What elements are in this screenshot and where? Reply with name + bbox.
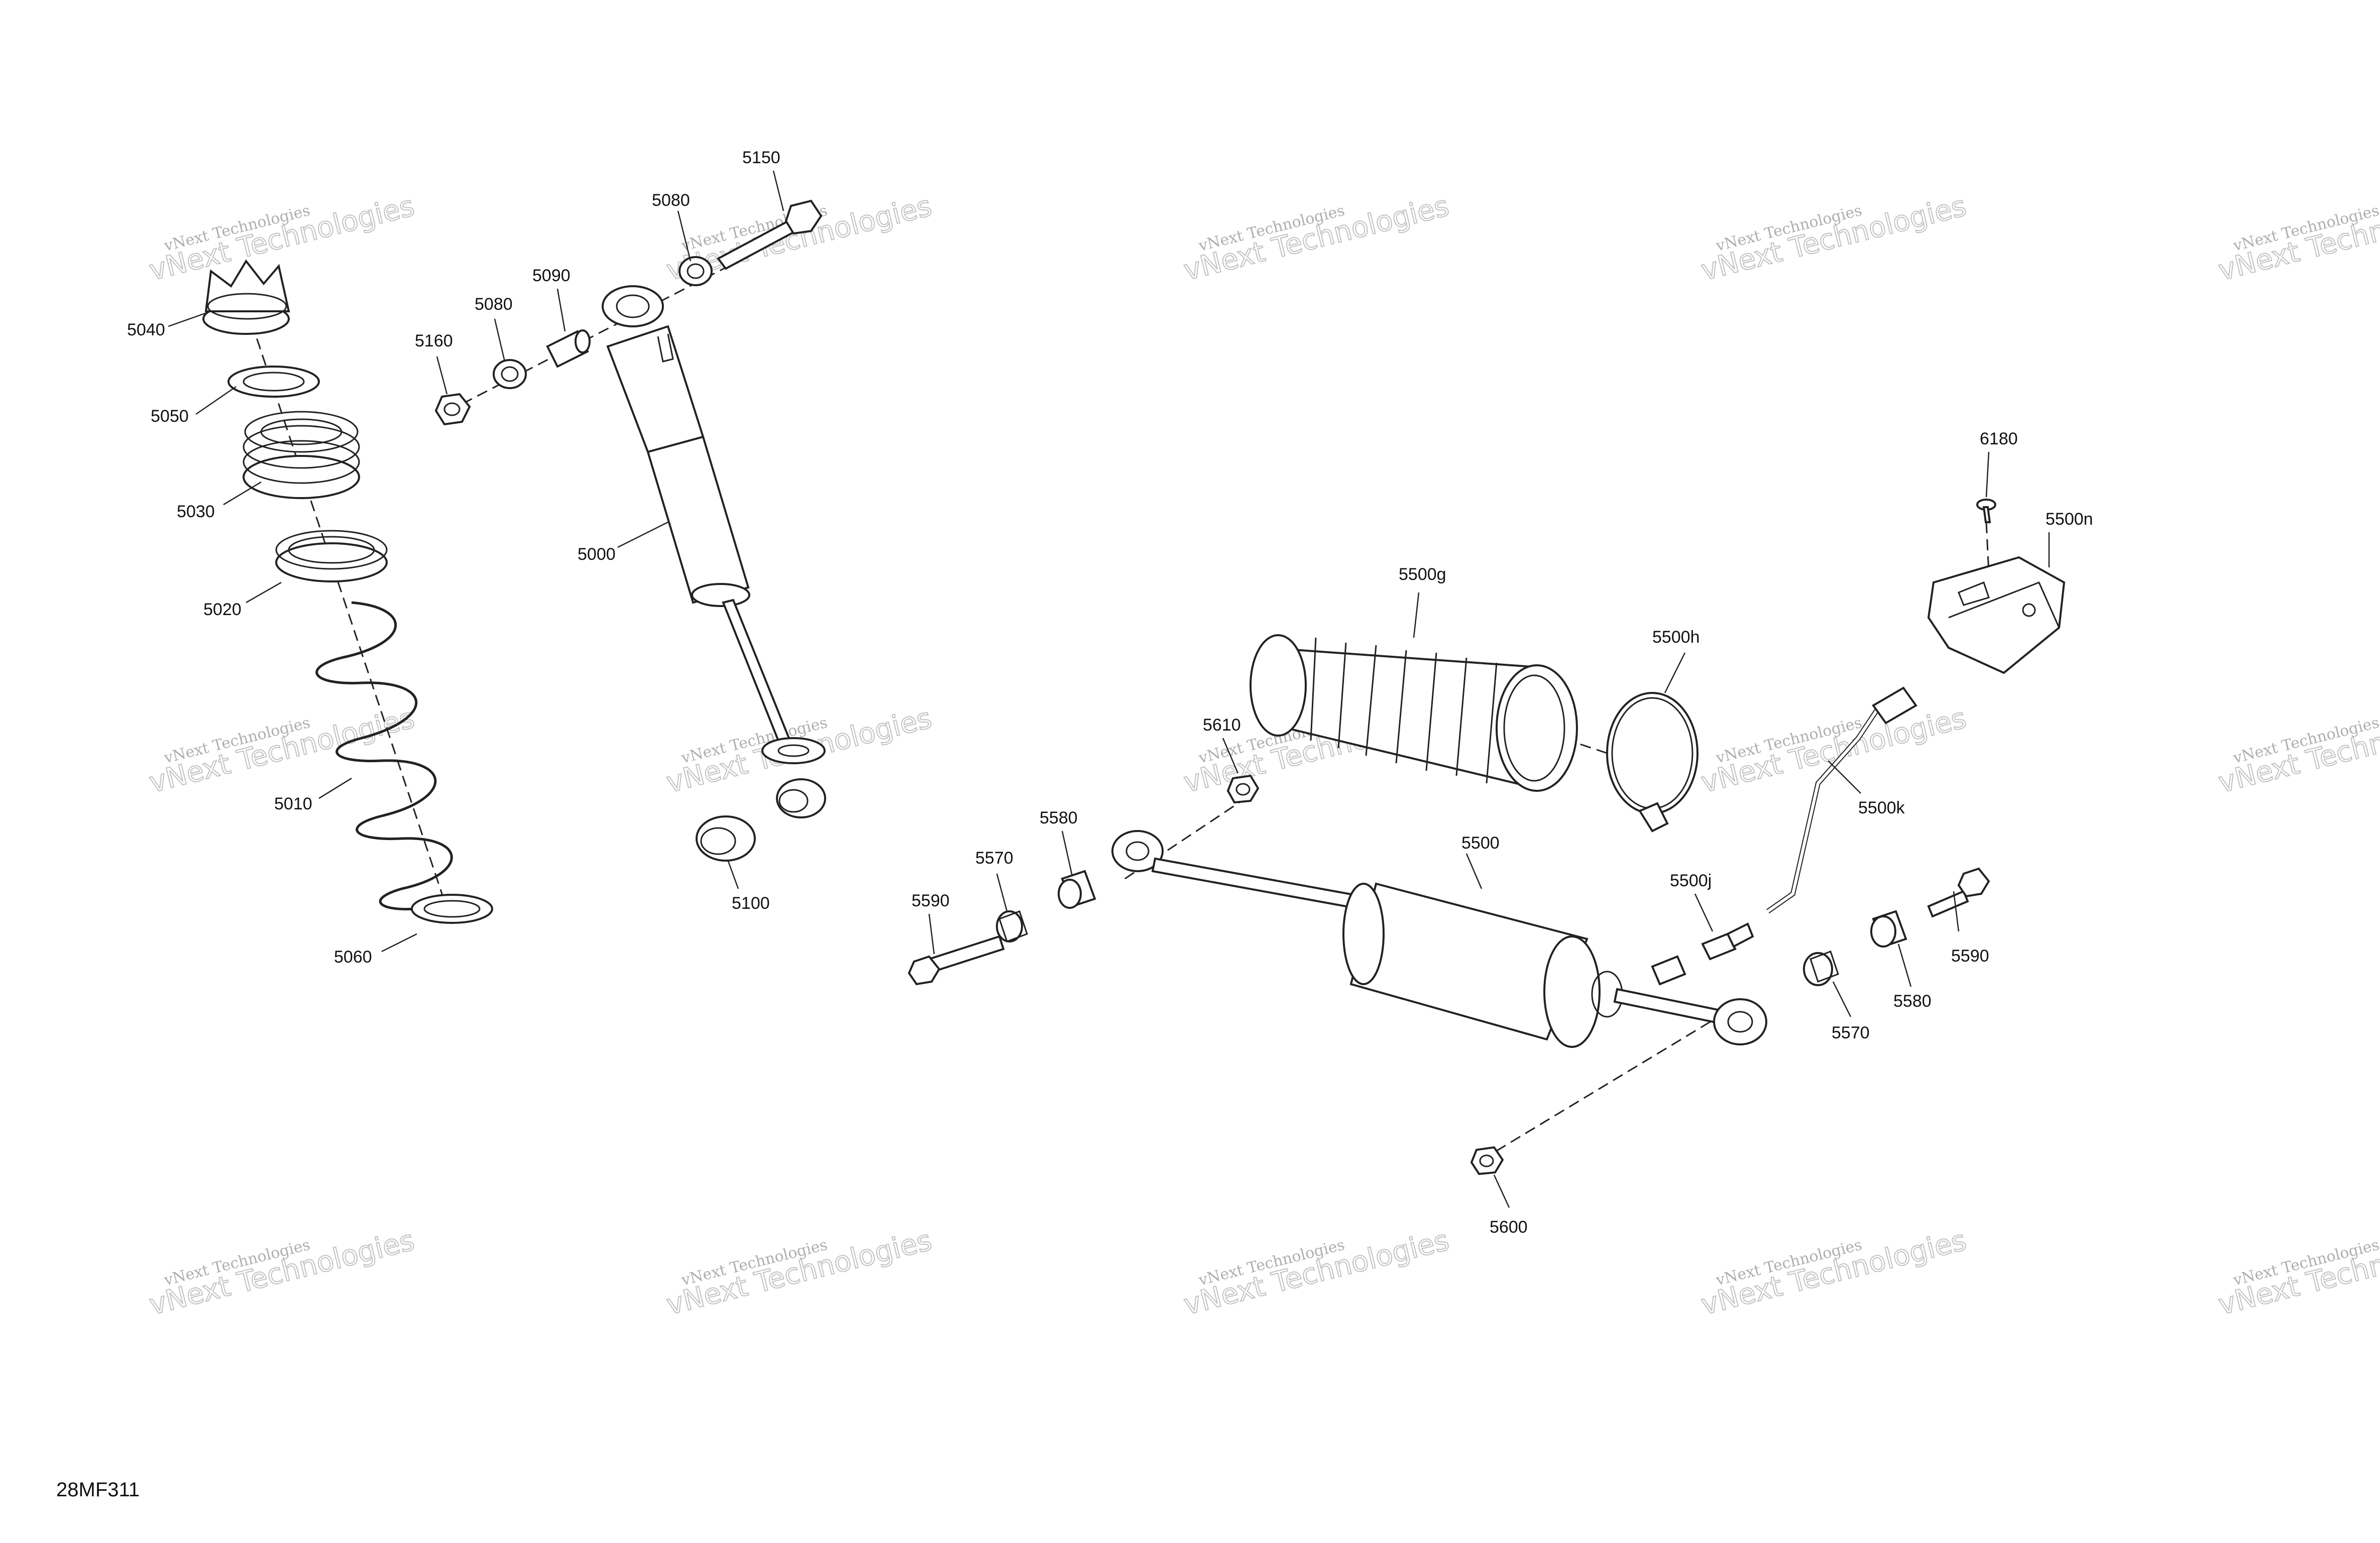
callout-5500n: 5500n — [2046, 510, 2093, 529]
part-5090-sleeve — [546, 329, 591, 368]
callout-5150: 5150 — [742, 148, 780, 167]
watermark: vNext Technologies vNext Technologies — [1697, 701, 1970, 800]
assembly-axis — [245, 306, 453, 924]
watermark: vNext Technologies vNext Technologies — [146, 701, 418, 800]
callout-5500j: 5500j — [1670, 871, 1712, 890]
part-5160-nut — [434, 393, 471, 426]
callout-5500: 5500 — [1461, 834, 1500, 853]
callout-5610: 5610 — [1203, 716, 1241, 735]
figure-id: 28MF311 — [56, 1479, 140, 1501]
part-5610-nut — [1226, 774, 1260, 804]
callout-5500g: 5500g — [1399, 565, 1446, 584]
part-5020-collar — [275, 530, 388, 582]
callout-5080-upper: 5080 — [652, 191, 690, 210]
callout-5030: 5030 — [177, 502, 215, 521]
callout-5580-left: 5580 — [1040, 808, 1078, 827]
callout-6180: 6180 — [1980, 429, 2018, 448]
spring-assembly — [202, 259, 493, 924]
part-5500g-bellows-boot — [1250, 634, 1578, 792]
callout-5160: 5160 — [415, 331, 453, 350]
part-5590-bolt-right — [1927, 867, 1990, 918]
part-5580-spacer-right — [1870, 910, 1907, 948]
leader-lines — [168, 170, 2050, 1208]
part-5500h-clamp — [1606, 692, 1698, 833]
part-5500j-fitting — [1701, 922, 1754, 961]
callout-5500k: 5500k — [1858, 798, 1905, 817]
callout-5600: 5600 — [1490, 1218, 1528, 1237]
part-5000-shock-body — [602, 285, 826, 764]
part-5580-spacer-left — [1058, 870, 1096, 909]
part-5150-bolt — [717, 199, 823, 270]
watermark: vNext Technologies vNext Technologies — [1697, 1224, 1970, 1322]
part-5500n-bracket — [1927, 556, 2066, 674]
part-5030-adjuster — [243, 411, 360, 499]
part-5500k-hose — [1766, 686, 1917, 914]
watermark: vNext Technologies vNext Technologies — [146, 1224, 418, 1322]
callout-labels: 5150 5080 5090 5080 5160 5040 5050 5030 … — [127, 148, 2093, 1237]
callout-5060: 5060 — [334, 947, 372, 967]
callout-5570-right: 5570 — [1832, 1023, 1870, 1042]
part-5500-damper-body — [1111, 830, 1767, 1048]
part-6180-screw — [1976, 499, 1996, 573]
watermark: vNext Technologies vNext Technologies — [1697, 189, 1970, 288]
callout-5590-right: 5590 — [1951, 946, 1989, 966]
watermark: vNext Technologies vNext Technologies — [663, 1224, 936, 1322]
watermark: vNext Technologies vNext Technologies — [2215, 701, 2380, 800]
part-5060-retaining-clip — [411, 894, 493, 924]
callout-5590-left: 5590 — [912, 891, 950, 910]
callout-5100: 5100 — [732, 894, 770, 913]
mount-axis — [446, 260, 739, 413]
watermark: vNext Technologies vNext Technologies — [2215, 1224, 2380, 1322]
shock-absorber — [434, 199, 826, 862]
steering-damper — [908, 499, 2066, 1175]
part-5010-coil-spring — [315, 601, 453, 911]
callout-5080-lower: 5080 — [475, 295, 513, 314]
callout-5050: 5050 — [151, 407, 189, 426]
callout-5580-right: 5580 — [1893, 992, 1932, 1011]
part-5040-spring-cap — [202, 259, 290, 335]
part-5570-bushing-right — [1803, 951, 1839, 986]
callout-5570-left: 5570 — [975, 849, 1013, 868]
callout-5040: 5040 — [127, 320, 165, 339]
part-5080-bushing-lower — [493, 359, 527, 389]
callout-5000: 5000 — [578, 545, 616, 564]
callout-5020: 5020 — [203, 600, 242, 619]
part-5080-bushing-upper — [678, 256, 713, 286]
part-5100-bushings — [696, 778, 826, 862]
callout-5090: 5090 — [532, 266, 571, 285]
part-5050-washer — [228, 366, 320, 398]
part-5600-nut — [1470, 1146, 1504, 1175]
watermark: vNext Technologies vNext Technologies — [1180, 1224, 1453, 1322]
part-5590-bolt-left — [908, 935, 1005, 986]
watermark: vNext Technologies vNext Technologies — [2215, 189, 2380, 288]
watermark-layer: vNext Technologies vNext Technologies vN… — [146, 189, 2380, 1322]
part-5570-bushing-left — [996, 910, 1028, 942]
watermark: vNext Technologies vNext Technologies — [1180, 189, 1453, 288]
callout-5500h: 5500h — [1652, 628, 1700, 647]
callout-5010: 5010 — [274, 794, 312, 813]
damper-right-axis — [1481, 998, 1748, 1161]
